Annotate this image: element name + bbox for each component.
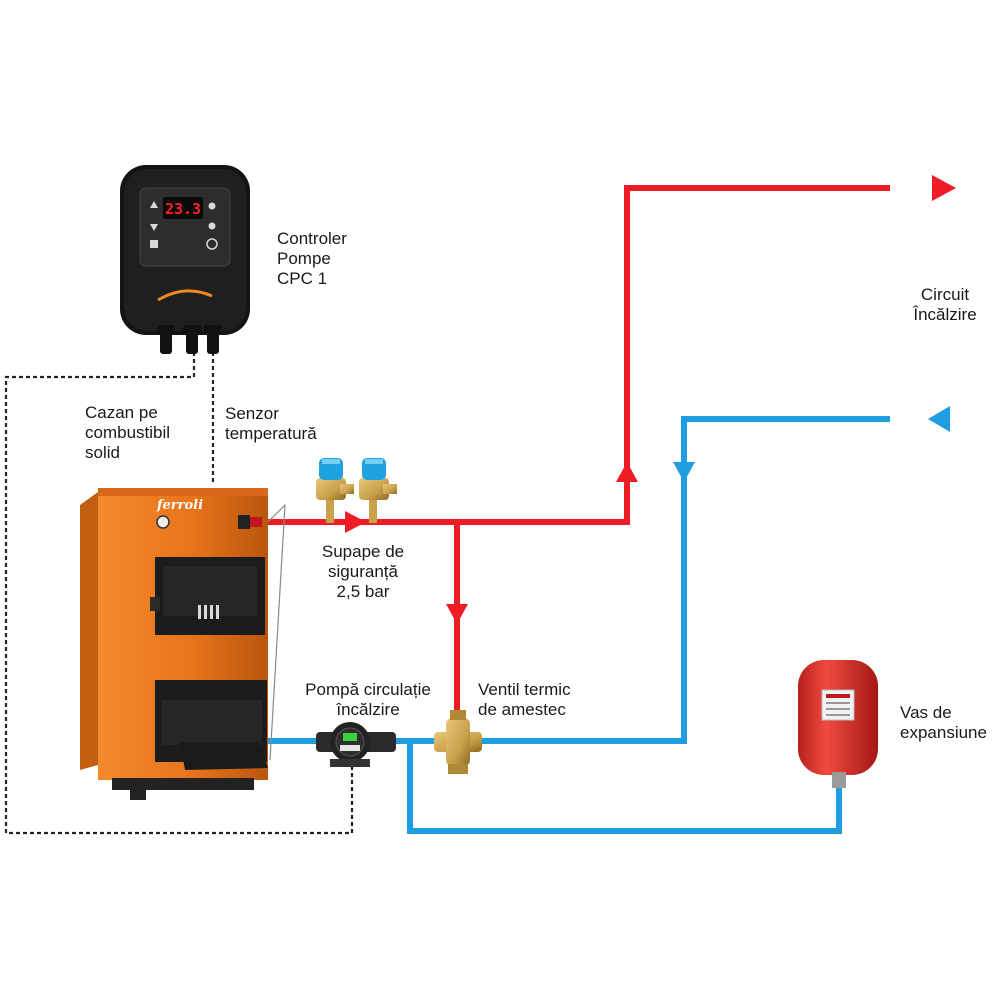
- pump-control-wire: [4, 352, 354, 835]
- ash-tray: [180, 742, 268, 770]
- mixing-valve-label: Ventil termic de amestec: [478, 680, 571, 720]
- boiler-label-line-2: combustibil: [85, 423, 171, 442]
- safety-valves-label-line-3: 2,5 bar: [336, 582, 390, 601]
- temperature-gauge-icon: [156, 515, 170, 529]
- controller-buttons: [150, 201, 218, 250]
- expansion-vessel-label-line-1: Vas de: [900, 703, 952, 722]
- up-button-icon: [150, 201, 158, 208]
- flow-arrow-right: [345, 511, 366, 533]
- controller-display-value: 23.3: [165, 200, 201, 218]
- controller-label-line-1: Controler: [277, 229, 347, 248]
- mixing-valve-label-line-1: Ventil termic: [478, 680, 571, 699]
- boiler-label-line-1: Cazan pe: [85, 403, 158, 422]
- hot-flow-arrows: [345, 175, 956, 624]
- pump-controller: 23.3: [120, 165, 250, 354]
- boiler-flow-pipe: [262, 185, 890, 525]
- boiler-brand-logo: ferroli: [156, 498, 203, 513]
- boiler-side-panel: [80, 492, 98, 770]
- sensor-mount: [238, 515, 250, 529]
- pump-label: Pompă circulație încălzire: [288, 680, 448, 720]
- boiler-label-line-3: solid: [85, 443, 120, 462]
- supply-arrow-icon: [932, 175, 956, 201]
- pump-display: [343, 733, 357, 741]
- solid-fuel-boiler: ferroli: [80, 488, 286, 800]
- sensor-chain: [267, 503, 286, 761]
- pump-label-line-1: Pompă circulație: [305, 680, 431, 699]
- power-button-icon: [206, 238, 218, 250]
- stop-button-icon: [150, 240, 158, 248]
- flow-arrow-down: [446, 604, 468, 624]
- air-vent-icon: [198, 605, 219, 619]
- sensor-label: Senzor temperatură: [225, 404, 317, 444]
- signal-wires: [4, 352, 354, 835]
- expansion-vessel-label-line-2: expansiune: [900, 723, 987, 742]
- thermal-mixing-valve: [434, 710, 482, 774]
- heating-circuit-label: Circuit Încălzire: [895, 285, 995, 325]
- pump-label-line-2: încălzire: [336, 700, 400, 719]
- boiler-foot-left: [130, 786, 146, 800]
- safety-valve-1: [316, 458, 354, 523]
- heating-circuit-label-line-2: Încălzire: [913, 305, 977, 324]
- controller-logo-swoosh: [157, 289, 213, 302]
- hot-pipes: [262, 185, 890, 730]
- safety-valve-2: [359, 458, 397, 523]
- flow-arrow-up: [616, 462, 638, 482]
- vessel-connector: [832, 772, 846, 788]
- sensor-cap: [250, 517, 262, 527]
- controller-label: Controler Pompe CPC 1: [277, 229, 347, 289]
- boiler-base: [112, 778, 254, 790]
- sensor-label-line-1: Senzor: [225, 404, 279, 423]
- expansion-vessel-label: Vas de expansiune: [900, 703, 987, 743]
- down-button-icon: [150, 224, 158, 231]
- heating-circuit-label-line-1: Circuit: [920, 285, 970, 304]
- boiler-label: Cazan pe combustibil solid: [85, 403, 170, 463]
- mixing-valve-label-line-2: de amestec: [478, 700, 566, 719]
- indicator-light-2: [208, 222, 216, 230]
- controller-label-line-3: CPC 1: [277, 269, 328, 288]
- return-arrow-icon: [928, 406, 950, 432]
- cold-flow-arrows: [673, 406, 950, 482]
- door-handle: [150, 597, 160, 611]
- ash-door: [162, 700, 262, 745]
- indicator-light-1: [208, 202, 216, 210]
- safety-valves-label-line-2: siguranță: [328, 562, 398, 581]
- boiler-top: [98, 488, 268, 496]
- expansion-vessel: [798, 660, 878, 788]
- sensor-label-line-2: temperatură: [225, 424, 317, 443]
- circulation-pump: [316, 722, 396, 767]
- controller-label-line-2: Pompe: [277, 249, 331, 268]
- safety-valves-label: Supape de siguranță 2,5 bar: [303, 542, 423, 602]
- expansion-pipe: [407, 741, 842, 834]
- safety-valves-label-line-1: Supape de: [321, 542, 405, 561]
- controller-cable-glands: [157, 325, 222, 354]
- controller-display: [163, 197, 203, 219]
- flow-arrow-down-return: [673, 462, 695, 482]
